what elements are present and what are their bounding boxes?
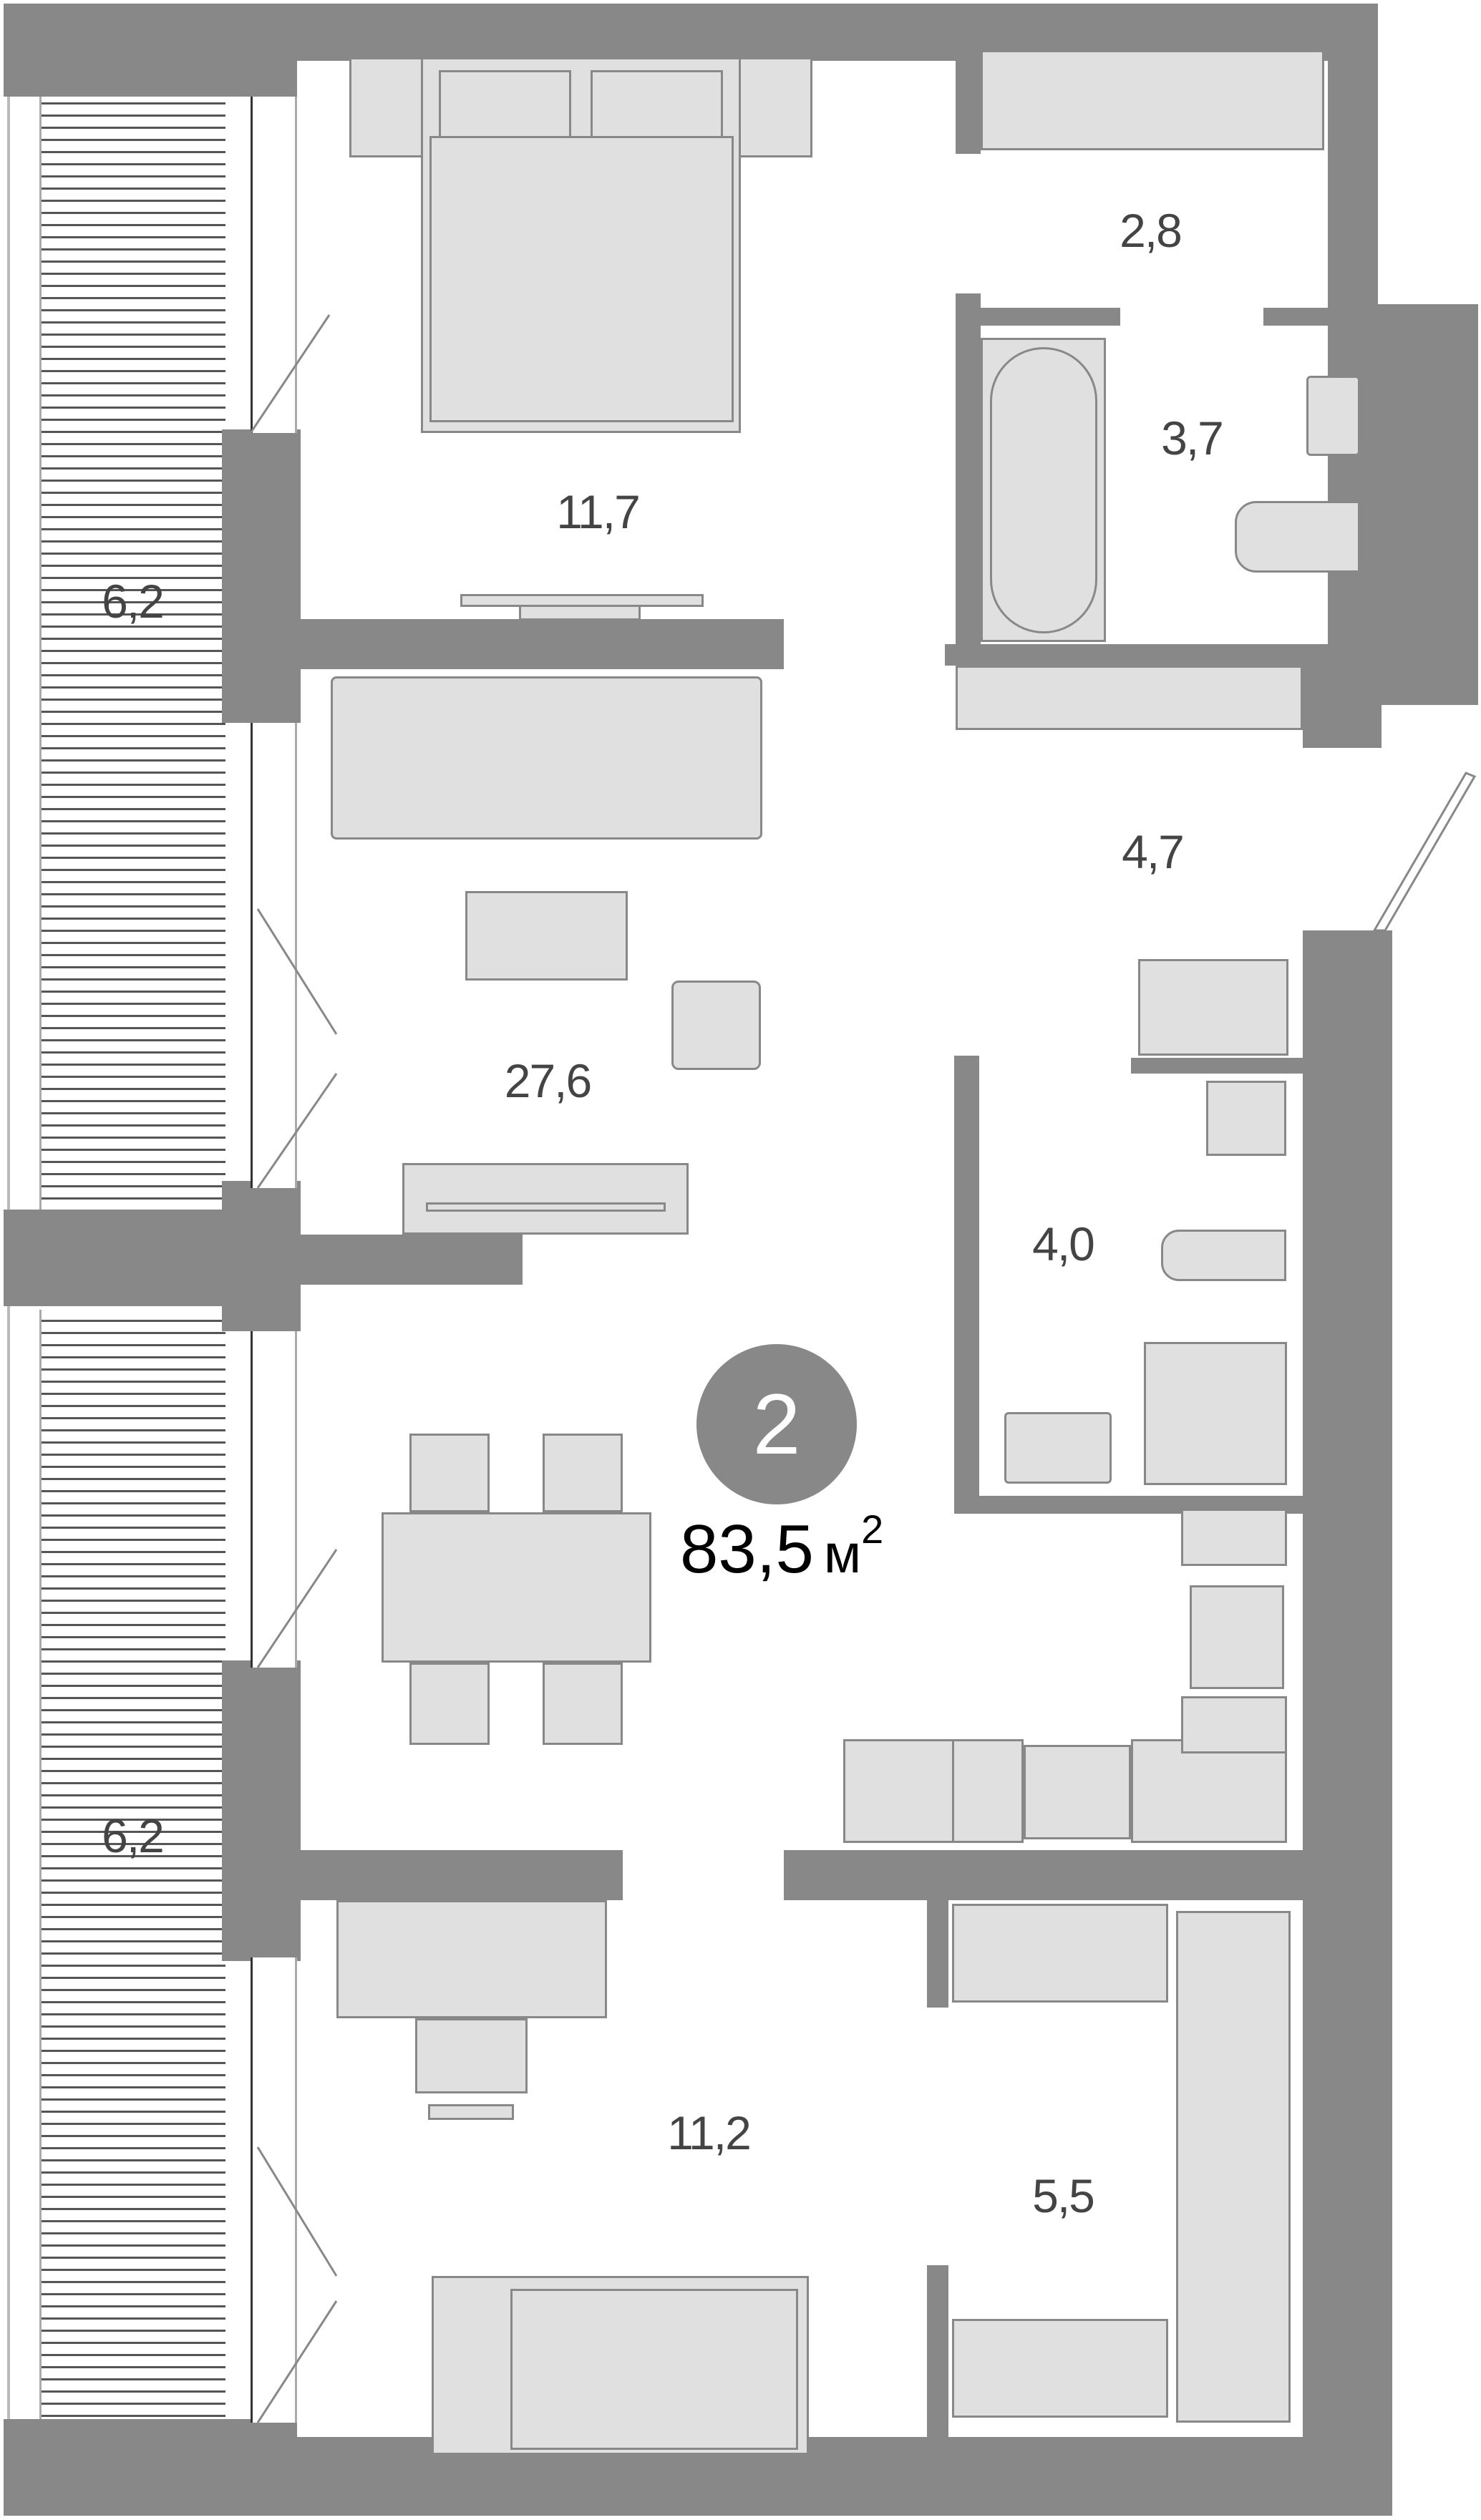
kitchen-sink (1190, 1585, 1284, 1689)
desk-chair-base (428, 2104, 514, 2120)
coffee-table (465, 891, 628, 981)
room-count-badge: 2 (696, 1344, 857, 1504)
wall-wardrobe-top-left (956, 36, 981, 154)
room-area-bathroom: 3,7 (1161, 412, 1224, 464)
wall-entry-stub (1303, 930, 1382, 959)
tv-console-living (402, 1163, 689, 1235)
wall-bath-top-left (956, 293, 981, 666)
shower-tray (1144, 1342, 1287, 1485)
dining-table (382, 1512, 651, 1663)
wall-living-dining-stub (297, 1235, 523, 1285)
wall-dining-bedroom-right (784, 1850, 1342, 1900)
wardrobe-top-shelf (981, 50, 1324, 150)
nightstand-right (737, 57, 812, 157)
wall-right-upper (1328, 4, 1378, 304)
wall-dining-bedroom-left (297, 1850, 623, 1900)
room-area-balcony-top: 6,2 (102, 575, 165, 628)
wall-wardrobe-bottom-left-1 (927, 1900, 948, 2008)
room-area-living-kitchen: 27,6 (504, 1054, 592, 1107)
room-area-shower-room: 4,0 (1032, 1217, 1095, 1270)
dining-chair-4 (543, 1663, 623, 1745)
window-bedroom-second (251, 1957, 297, 2423)
sink-shower-room (1004, 1412, 1112, 1484)
sofa (331, 676, 762, 840)
room-area-bedroom-main: 11,7 (556, 485, 641, 538)
kitchen-counter-corner (1131, 1739, 1287, 1843)
room-area-wardrobe-bottom: 5,5 (1032, 2169, 1095, 2222)
room-area-wardrobe-top: 2,8 (1120, 204, 1183, 257)
toilet-bathroom (1235, 501, 1360, 573)
radiator-hall (956, 666, 1303, 730)
wall-bath-top-right (1263, 308, 1331, 326)
wardrobe-bottom-low-shelf (952, 2319, 1168, 2418)
wall-wardrobe-bottom-left-2 (927, 2265, 948, 2444)
tv-living (426, 1202, 666, 1212)
room-area-balcony-bottom: 6,2 (102, 1809, 165, 1862)
wall-bedroom-living (297, 619, 784, 669)
total-area-exponent: 2 (861, 1507, 884, 1552)
room-count-value: 2 (752, 1376, 801, 1472)
wall-right-lower (1303, 930, 1392, 2505)
bathtub (990, 347, 1097, 633)
kitchen-counter-top (1181, 1509, 1287, 1566)
wall-top-left-block (4, 4, 297, 97)
ottoman (671, 981, 761, 1070)
balcony-bottom-decking (39, 1310, 225, 2491)
kitchen-cabinet (952, 1739, 1024, 1843)
kitchen-hood-cabinet (843, 1739, 954, 1843)
dining-chair-3 (409, 1663, 490, 1745)
wall-bath-bottom (945, 644, 1310, 666)
shoe-cabinet (1138, 959, 1288, 1056)
cooktop (1024, 1745, 1131, 1839)
dining-chair-2 (543, 1434, 623, 1512)
wall-left-seg-1 (222, 429, 301, 723)
single-bed-blanket (510, 2289, 798, 2450)
wall-bath-top (956, 308, 1120, 326)
wardrobe-bottom-top-shelf (952, 1904, 1168, 2003)
nightstand-left (349, 57, 424, 157)
wall-left-seg-3 (222, 1660, 301, 1961)
window-dining (251, 1331, 297, 1668)
desk (336, 1900, 607, 2018)
total-area-value: 83,5 (680, 1511, 814, 1587)
room-area-hallway: 4,7 (1122, 825, 1185, 878)
blanket (429, 136, 734, 422)
wall-shower-top (1131, 1058, 1303, 1074)
wall-bottom-left-block (4, 2419, 297, 2516)
kitchen-counter-mid (1181, 1696, 1287, 1753)
room-area-bedroom-second: 11,2 (667, 2106, 752, 2159)
toilet-shower-room (1161, 1230, 1286, 1281)
wall-left-seg-2 (222, 1181, 301, 1331)
total-area-unit: м (823, 1524, 862, 1585)
wall-bath-right-block (1303, 644, 1382, 748)
wardrobe-bottom-right-shelf (1176, 1911, 1291, 2423)
desk-chair (415, 2018, 528, 2093)
dining-chair-1 (409, 1434, 490, 1512)
wall-shower-left (954, 1056, 979, 1514)
balcony-top-decking (39, 68, 225, 1210)
window-bedroom-main (251, 97, 297, 433)
tv-bedroom (519, 605, 641, 621)
sink-bathroom (1306, 376, 1360, 456)
window-living (251, 723, 297, 1188)
washing-machine (1206, 1081, 1286, 1156)
